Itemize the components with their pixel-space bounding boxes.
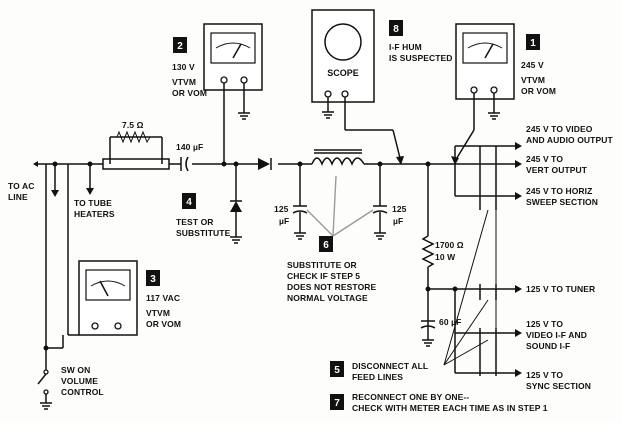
bus-125v [425,286,515,374]
output2-label-1: 245 V TO [526,154,563,164]
output3-label-1: 245 V TO HORIZ [526,186,592,196]
cap125b-label-2: µF [393,216,403,226]
step-badge-2: 2 [173,37,187,53]
step-4-number: 4 [186,197,192,208]
main-bus [38,145,480,197]
output1-label-2: AND AUDIO OUTPUT [526,135,613,145]
output6-label-1: 125 V TO [526,370,563,380]
output5-label-3: SOUND I-F [526,341,570,351]
resistor-1700-ohm [420,161,436,340]
step-badge-3: 3 [146,270,160,286]
switch-label-2: VOLUME [61,376,98,386]
step-7-number: 7 [334,398,340,409]
to-tube-heaters-label-2: HEATERS [74,209,115,219]
if-hum-label-1: I-F HUM [389,42,422,52]
res1700-label-1: 1700 Ω [435,240,464,250]
output5-label-1: 125 V TO [526,319,563,329]
output5-label-2: VIDEO I-F AND [526,330,587,340]
substitute-note-4: NORMAL VOLTAGE [287,293,368,303]
meter1-label-2: VTVM [521,75,545,85]
output1-label-1: 245 V TO VIDEO [526,124,593,134]
switch-label-3: CONTROL [61,387,104,397]
res1700-label-2: 10 W [435,252,456,262]
output-arrows-245v [480,142,522,377]
meter3-label-3: OR VOM [146,319,181,329]
step-badge-8: 8 [389,20,403,36]
step6-pointers [306,175,374,237]
step-8-number: 8 [393,24,399,35]
meter3-label-1: 117 VAC [146,293,180,303]
output6-label-2: SYNC SECTION [526,381,591,391]
step5-pointers [443,209,489,366]
switch-label-1: SW ON [61,365,90,375]
step-1-number: 1 [530,38,536,49]
capacitor-140uf [180,156,189,172]
substitute-note-1: SUBSTITUTE OR [287,260,357,270]
meter-1 [451,23,515,165]
ac-arrow-icon [33,161,38,167]
to-tube-heaters-label-1: TO TUBE [74,198,112,208]
ground-symbols [40,232,434,410]
capacitor-125uf-right [372,161,388,233]
meter1-label-3: OR VOM [521,86,556,96]
step-badge-4: 4 [182,193,196,209]
test-or-substitute-label-1: TEST OR [176,217,214,227]
cap60-label: 60 µF [439,317,461,327]
step5-label-1: DISCONNECT ALL [352,361,428,371]
meter2-label-1: 130 V [172,62,195,72]
step7-label-2: CHECK WITH METER EACH TIME AS IN STEP 1 [352,403,548,413]
meter-3 [78,260,138,336]
output3-label-2: SWEEP SECTION [526,197,598,207]
ac-line-section [37,161,94,403]
scope [311,9,404,165]
step-badge-7: 7 [330,394,344,410]
step-6-number: 6 [323,240,329,251]
feed-line-breaks [479,146,497,376]
step-badge-6: 6 [319,236,333,252]
test-or-substitute-label-2: SUBSTITUTE [176,228,231,238]
to-ac-line-label-2: LINE [8,192,28,202]
cap125a-label-1: 125 [274,204,289,214]
if-hum-label-2: IS SUSPECTED [389,53,453,63]
step-2-number: 2 [177,41,183,52]
step-5-number: 5 [334,365,340,376]
meter2-label-2: VTVM [172,77,196,87]
to-ac-line-label-1: TO AC [8,181,34,191]
meter1-label-1: 245 V [521,60,544,70]
cap-140-label: 140 µF [176,142,203,152]
cap125a-label-2: µF [279,216,289,226]
step5-label-2: FEED LINES [352,372,403,382]
meter3-label-2: VTVM [146,308,170,318]
substitute-note-3: DOES NOT RESTORE [287,282,377,292]
step-3-number: 3 [150,274,156,285]
filter-choke [311,149,365,166]
meter-2 [203,23,263,167]
output2-label-2: VERT OUTPUT [526,165,588,175]
resistor-7-5-label: 7.5 Ω [122,120,144,130]
resistor-7-5-ohm [102,130,170,170]
step-badge-5: 5 [330,361,344,377]
meter2-label-3: OR VOM [172,88,207,98]
scope-label: SCOPE [327,68,359,78]
substitute-diode [230,164,242,237]
step7-label-1: RECONNECT ONE BY ONE-- [352,392,469,402]
capacitor-125uf-left [292,161,308,233]
cap125b-label-1: 125 [392,204,407,214]
output4-label: 125 V TO TUNER [526,284,595,294]
step-badge-1: 1 [526,34,540,50]
substitute-note-2: CHECK IF STEP 5 [287,271,360,281]
